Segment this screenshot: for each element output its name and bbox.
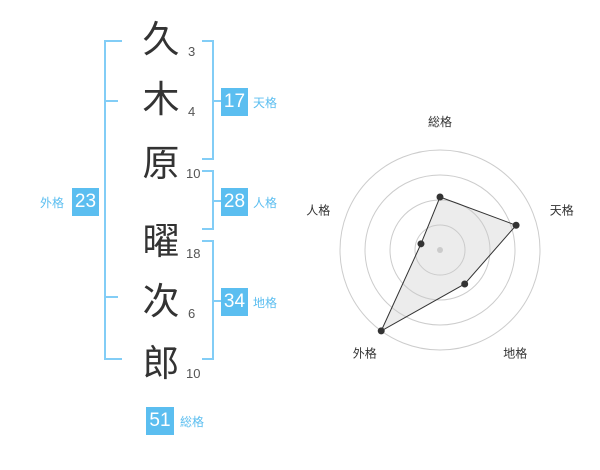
stroke-count-4: 18 (186, 246, 201, 261)
name-char-2: 木 (142, 78, 180, 121)
name-char-3: 原 (142, 142, 180, 185)
stroke-count-1: 3 (188, 44, 196, 59)
radar-point-3 (461, 280, 469, 288)
gaikaku-score-badge: 23 (72, 188, 99, 216)
gaikaku-label: 外格 (40, 196, 65, 210)
radar-point-5 (417, 240, 425, 248)
jinkaku-score-badge: 28 (221, 188, 248, 216)
stroke-count-2: 4 (188, 104, 196, 119)
stroke-count-3: 10 (186, 166, 201, 181)
radar-point-4 (377, 327, 385, 335)
radar-data-polygon (380, 196, 517, 333)
name-char-5: 次 (142, 280, 180, 323)
name-char-1: 久 (142, 18, 180, 61)
radar-grid-ring-3 (364, 174, 516, 326)
soukaku-score-badge: 51 (146, 407, 174, 435)
radar-axis-label-3: 地格 (503, 346, 527, 361)
radar-point-2 (512, 221, 520, 229)
name-char-6: 郎 (142, 342, 180, 385)
tenkaku-label: 天格 (253, 96, 278, 110)
radar-center-dot (437, 247, 443, 253)
radar-grid-ring-4 (339, 149, 541, 351)
chikaku-label: 地格 (253, 296, 278, 310)
stroke-count-5: 6 (188, 306, 196, 321)
stroke-count-6: 10 (186, 366, 201, 381)
jinkaku-label: 人格 (253, 196, 278, 210)
radar-axis-label-5: 人格 (306, 202, 330, 217)
chikaku-score-badge: 34 (221, 288, 248, 316)
radar-axis-label-4: 外格 (353, 346, 377, 361)
radar-point-1 (436, 193, 444, 201)
radar-axis-label-1: 総格 (428, 114, 452, 129)
radar-axis-label-2: 天格 (550, 202, 574, 217)
name-char-4: 曜 (142, 220, 180, 263)
radar-grid-ring-1 (414, 224, 466, 276)
soukaku-label: 総格 (180, 415, 205, 429)
tenkaku-score-badge: 17 (221, 88, 248, 116)
